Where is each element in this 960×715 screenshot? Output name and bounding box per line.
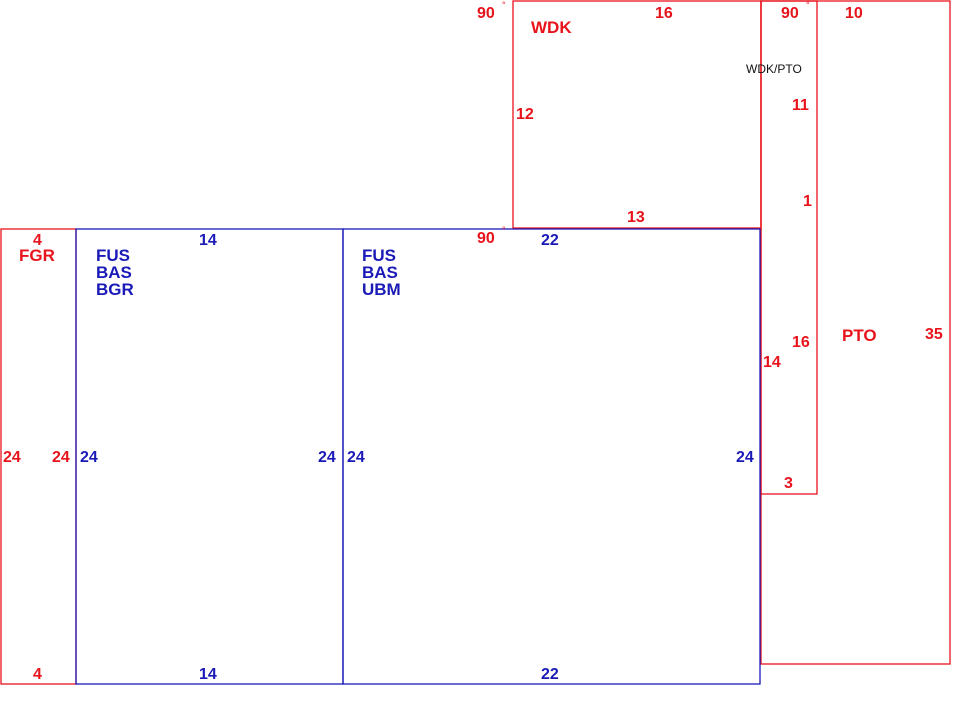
wdk-pto-right-upper-dim: 11 [792,97,809,114]
wdk-pto-left-lower-dim: 14 [763,354,781,371]
fgr-top-dim: 4 [33,232,42,249]
wdk-pto-angle-degree: ° [806,0,810,10]
pto-label: PTO [842,326,877,345]
ubm-outline [342,228,761,685]
wdk-angle: 90 [477,5,495,22]
wdk-pto-label: WDK/PTO [746,62,802,76]
wdk-pto-angle: 90 [781,5,799,22]
bgr-right-dim: 24 [318,449,336,466]
bgr-bottom-dim: 14 [199,666,217,683]
fgr-label: FGR [19,246,55,265]
wdk-bottom-left-angle: 90 [477,230,495,247]
wdk-bottom-left-angle-degree: ° [502,225,506,235]
ubm-right-dim: 24 [736,449,754,466]
wdk-pto-bottom-dim: 3 [784,475,793,492]
pto-top-dim: 10 [845,5,863,22]
wdk-pto-right-lower-dim: 16 [792,334,810,351]
bgr-top-dim: 14 [199,232,217,249]
ubm-label-line-2: BAS [362,263,398,282]
fgr-bottom-dim: 4 [33,666,42,683]
bgr-left-dim: 24 [80,449,98,466]
ubm-bottom-dim: 22 [541,666,559,683]
bgr-label-line-3: BGR [96,280,134,299]
fgr-right-dim: 24 [52,449,70,466]
bgr-label-line-1: FUS [96,246,130,265]
wdk-bottom-dim: 13 [627,209,645,226]
ubm-top-dim: 22 [541,232,559,249]
ubm-left-dim: 24 [347,449,365,466]
bgr-label-line-2: BAS [96,263,132,282]
wdk-top-dim: 16 [655,5,673,22]
ubm-label-line-3: UBM [362,280,401,299]
wdk-label: WDK [531,18,572,37]
wdk-outline [512,0,762,229]
wdk-pto-outline [760,0,818,495]
wdk-angle-degree: ° [502,0,506,10]
wdk-pto-mid-dim: 1 [803,193,812,210]
fgr-left-dim: 24 [3,449,21,466]
ubm-label-line-1: FUS [362,246,396,265]
wdk-left-dim: 12 [516,106,534,123]
pto-right-dim: 35 [925,326,943,343]
